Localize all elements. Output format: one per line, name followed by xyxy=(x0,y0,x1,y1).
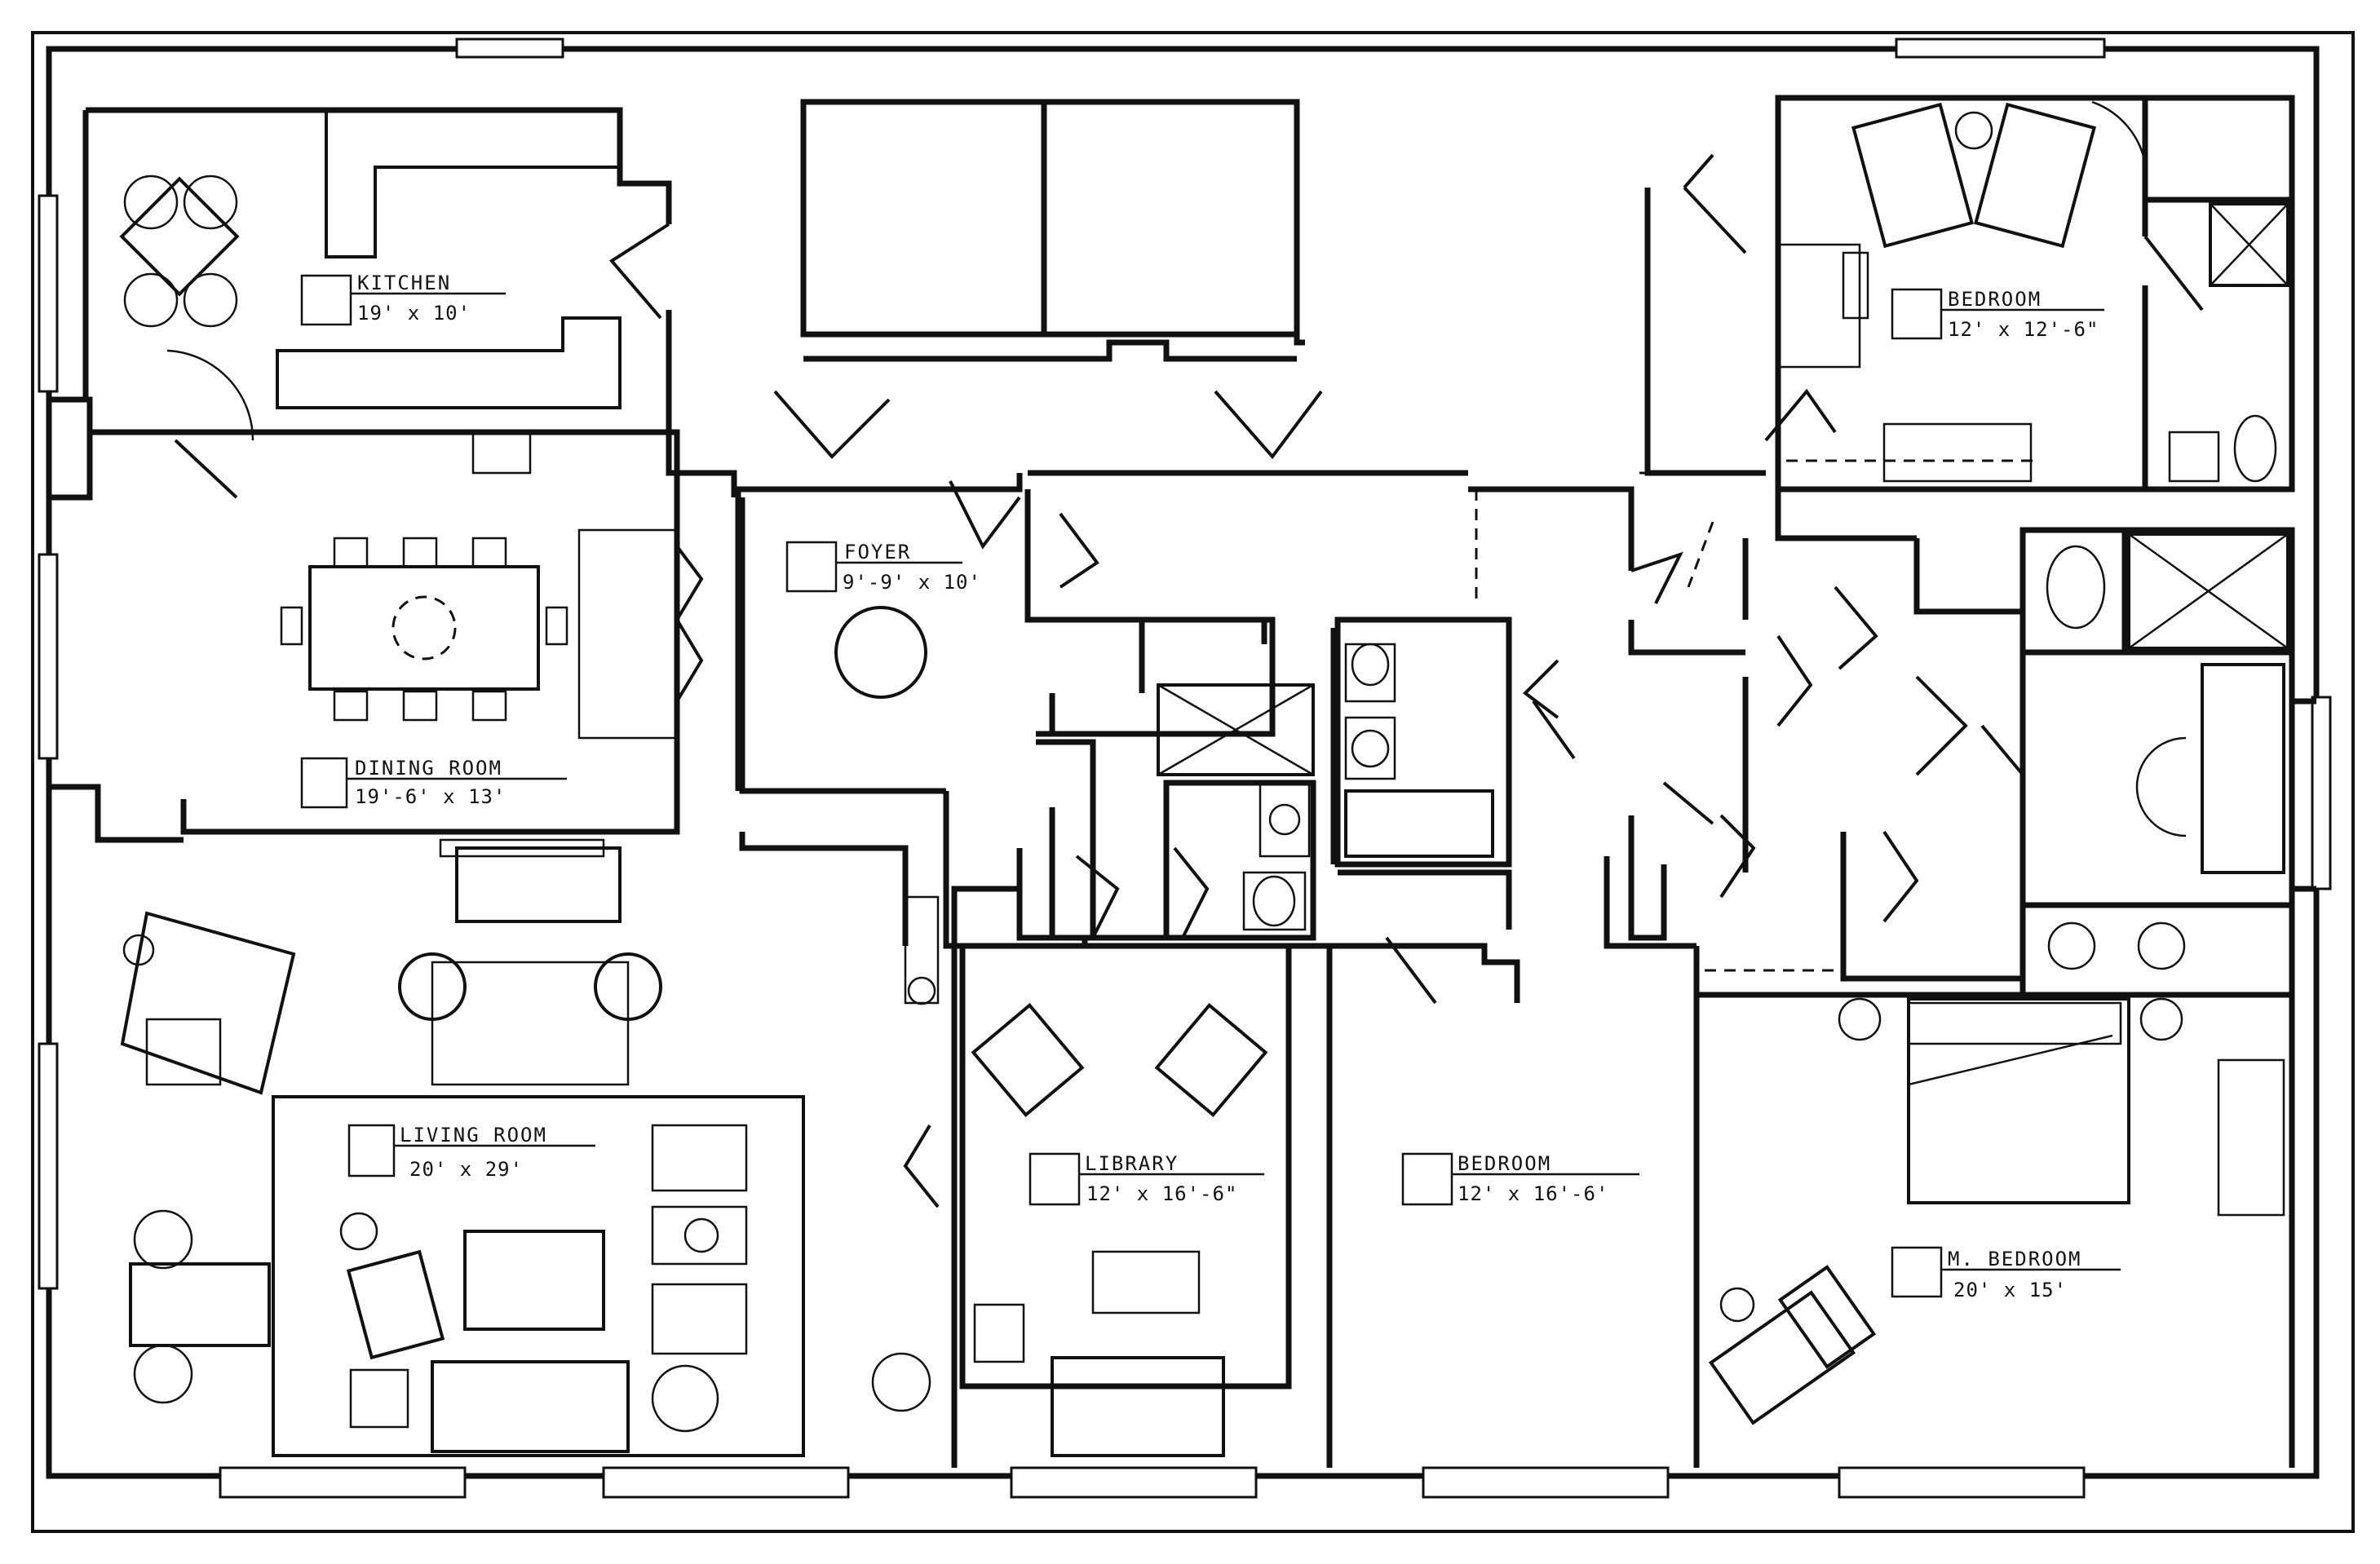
room-dims: 9'-9' x 10' xyxy=(843,571,981,594)
room-label-bedroom-2: BEDROOM 12' x 16'-6' xyxy=(1401,1152,1639,1206)
room-label-kitchen: KITCHEN 19' x 10' xyxy=(300,272,506,326)
room-name: BEDROOM xyxy=(1458,1152,1551,1175)
room-dims: 12' x 16'-6" xyxy=(1086,1182,1237,1205)
room-label-foyer: FOYER 9'-9' x 10' xyxy=(785,541,981,594)
room-dims: 19' x 10' xyxy=(357,302,471,325)
room-labels: KITCHEN 19' x 10' DINING ROOM 19'-6' x 1… xyxy=(300,272,2121,1301)
interior-walls xyxy=(49,95,2316,1468)
room-label-library: LIBRARY 12' x 16'-6" xyxy=(1029,1152,1264,1206)
room-dims: 20' x 29' xyxy=(409,1158,523,1181)
room-name: M. BEDROOM xyxy=(1948,1248,2082,1270)
room-dims: 19'-6' x 13' xyxy=(355,785,506,808)
exterior-walls xyxy=(31,31,2355,1533)
room-label-master-bedroom: M. BEDROOM 20' x 15' xyxy=(1891,1246,2121,1301)
room-name: LIVING ROOM xyxy=(400,1124,547,1146)
room-name: LIBRARY xyxy=(1085,1152,1179,1175)
room-dims: 20' x 15' xyxy=(1953,1279,2067,1301)
room-name: FOYER xyxy=(844,541,911,563)
room-label-living-room: LIVING ROOM 20' x 29' xyxy=(347,1124,595,1181)
room-label-dining-room: DINING ROOM 19'-6' x 13' xyxy=(300,757,567,809)
furniture xyxy=(119,102,2289,1457)
room-label-bedroom-1: BEDROOM 12' x 12'-6" xyxy=(1891,288,2104,341)
room-dims: 12' x 16'-6' xyxy=(1458,1182,1608,1205)
room-name: KITCHEN xyxy=(357,272,451,294)
thresholds xyxy=(1475,424,2147,972)
room-name: BEDROOM xyxy=(1948,288,2042,311)
room-name: DINING ROOM xyxy=(355,757,502,780)
doors xyxy=(166,100,2204,1208)
room-dims: 12' x 12'-6" xyxy=(1948,318,2099,341)
kitchen-table-icon xyxy=(119,175,240,328)
